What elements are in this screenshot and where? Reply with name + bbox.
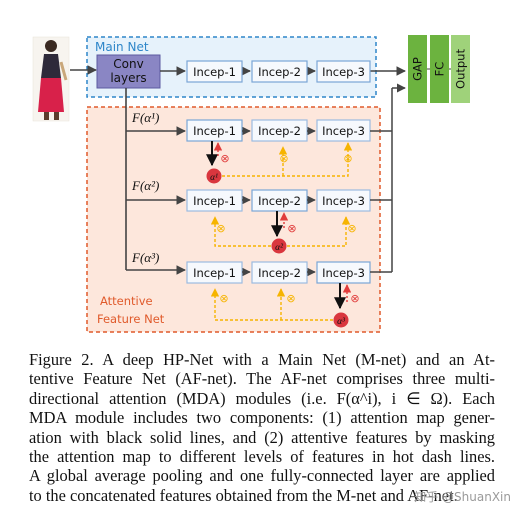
multiply-icon: ⊗ — [220, 152, 229, 165]
svg-text:Incep-2: Incep-2 — [258, 266, 301, 280]
svg-text:Incep-3: Incep-3 — [322, 65, 365, 79]
f-alpha-1-label: F(α¹) — [131, 110, 159, 125]
conv-layers-block — [96, 54, 161, 89]
alpha-1-node — [206, 168, 222, 184]
alpha-3-node — [333, 312, 349, 328]
multiply-icon: ⊗ — [279, 152, 288, 165]
output-layer: Output — [451, 35, 470, 103]
row2-incep-2: Incep-2 — [251, 189, 308, 212]
alpha-3-label: α³ — [337, 317, 345, 327]
main-net-label: Main Net — [95, 40, 149, 54]
multiply-icon: ⊗ — [347, 222, 356, 235]
row3-incep-2: Incep-2 — [251, 261, 308, 284]
caption-line: ation with black solid lines, and (2) at… — [29, 427, 495, 447]
conv-label-line1: Conv — [113, 57, 143, 71]
main-incep-3: Incep-3 — [316, 60, 371, 83]
main-incep-2: Incep-2 — [251, 60, 308, 83]
main-incep-1: Incep-1 — [186, 60, 243, 83]
gap-layer: GAP — [408, 35, 427, 103]
multiply-icon: ⊗ — [219, 292, 228, 305]
alpha-1-label: α¹ — [210, 173, 218, 183]
row2-incep-1: Incep-1 — [186, 189, 243, 212]
caption-line: tentive Feature Net (AF-net). The AF-net… — [29, 369, 495, 389]
svg-text:Incep-2: Incep-2 — [258, 65, 301, 79]
caption-line: directional attention (MDA) modules (i.e… — [29, 388, 495, 408]
multiply-icon: ⊗ — [350, 292, 359, 305]
pedestrian-image — [32, 36, 70, 122]
attentive-label-line2: Feature Net — [97, 312, 165, 326]
svg-text:GAP: GAP — [411, 57, 425, 81]
svg-text:Incep-1: Incep-1 — [193, 266, 236, 280]
hp-net-diagram: Main Net Attentive Feature Net Conv laye… — [32, 35, 470, 333]
caption-line: to the concatenated features obtained fr… — [29, 485, 458, 505]
row3-incep-3: Incep-3 — [316, 261, 371, 284]
svg-text:Incep-3: Incep-3 — [322, 266, 365, 280]
caption-line: Figure 2. A deep HP-Net with a Main Net … — [29, 350, 495, 369]
svg-text:Incep-3: Incep-3 — [322, 194, 365, 208]
svg-text:Incep-1: Incep-1 — [193, 124, 236, 138]
row1-incep-2: Incep-2 — [251, 119, 308, 142]
multiply-icon: ⊗ — [286, 292, 295, 305]
svg-text:Incep-2: Incep-2 — [258, 124, 301, 138]
attentive-label-line1: Attentive — [100, 294, 153, 308]
multiply-icon: ⊗ — [343, 152, 352, 165]
alpha-2-label: α² — [275, 243, 283, 253]
svg-text:Incep-3: Incep-3 — [322, 124, 365, 138]
attentive-net-box — [86, 106, 381, 333]
fc-layer: FC — [430, 35, 449, 103]
svg-text:Incep-1: Incep-1 — [193, 65, 236, 79]
caption-line: A global average pooling and one fully-c… — [29, 466, 495, 486]
caption-line: MDA module includes two components: (1) … — [29, 408, 495, 428]
row2-incep-3: Incep-3 — [316, 189, 371, 212]
watermark: 知乎 @ShuanXin — [414, 490, 511, 504]
svg-text:Incep-1: Incep-1 — [193, 194, 236, 208]
row1-incep-3: Incep-3 — [316, 119, 371, 142]
svg-text:Output: Output — [454, 49, 468, 89]
conv-label-line2: layers — [110, 71, 146, 85]
svg-text:FC: FC — [433, 62, 447, 77]
caption-line: the attention map to different levels of… — [29, 447, 495, 467]
f-alpha-2-label: F(α²) — [131, 178, 159, 193]
figure-caption: Figure 2. A deep HP-Net with a Main Net … — [29, 350, 495, 505]
alpha-2-node — [271, 238, 287, 254]
row1-incep-1: Incep-1 — [186, 119, 243, 142]
f-alpha-3-label: F(α³) — [131, 250, 159, 265]
multiply-icon: ⊗ — [287, 222, 296, 235]
multiply-icon: ⊗ — [216, 222, 225, 235]
svg-text:Incep-2: Incep-2 — [258, 194, 301, 208]
row3-incep-1: Incep-1 — [186, 261, 243, 284]
